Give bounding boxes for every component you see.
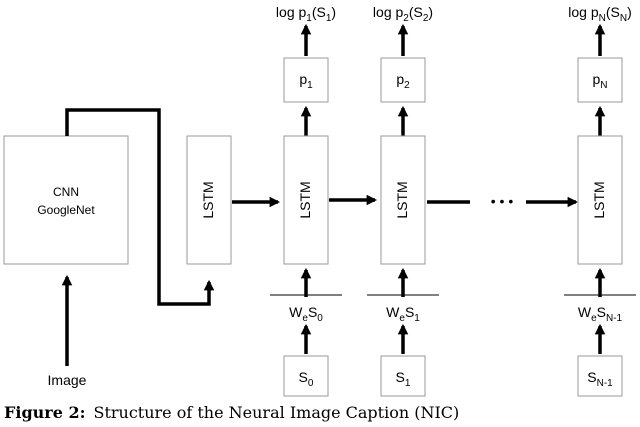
log-prob-label-n: log pN(SN) (568, 4, 632, 24)
log-prob-label-2: log p2(S2) (373, 4, 433, 24)
step-column-2: log p2(S2) p2 LSTM WeS1 S1 (367, 4, 439, 397)
ellipsis: • • • (491, 193, 514, 209)
lstm-box-0 (186, 135, 232, 265)
image-label: Image (48, 372, 87, 388)
word-box-1 (283, 355, 329, 397)
figure-caption-text: Structure of the Neural Image Caption (N… (93, 403, 459, 422)
embedding-label-1: WeS0 (289, 304, 323, 324)
word-label-2: S1 (396, 369, 411, 389)
word-label-n: SN-1 (587, 369, 613, 389)
lstm-box-1 (283, 135, 329, 265)
prob-box-2 (380, 57, 426, 103)
step-column-1: log p1(S1) p1 LSTM WeS0 S0 (270, 4, 342, 397)
lstm-label-0: LSTM (200, 181, 216, 218)
word-box-2 (380, 355, 426, 397)
word-label-1: S0 (299, 369, 314, 389)
lstm-box-n (577, 135, 623, 265)
prob-label-2: p2 (396, 71, 410, 91)
prob-box-1 (283, 57, 329, 103)
word-box-n (577, 355, 623, 397)
embedding-label-2: WeS1 (386, 304, 420, 324)
lstm-box-2 (380, 135, 426, 265)
prob-box-n (577, 57, 623, 103)
lstm-label-n: LSTM (591, 181, 607, 218)
lstm-label-1: LSTM (297, 181, 313, 218)
figure-caption: Figure 2: Structure of the Neural Image C… (4, 403, 459, 422)
cnn-sublabel: GoogleNet (37, 203, 95, 217)
figure-caption-label: Figure 2: (4, 403, 85, 422)
cnn-label: CNN (53, 185, 79, 199)
step-column-n: log pN(SN) pN LSTM WeSN-1 SN-1 (564, 4, 636, 397)
prob-label-1: p1 (299, 71, 313, 91)
log-prob-label-1: log p1(S1) (276, 4, 336, 24)
prob-label-n: pN (592, 71, 607, 91)
embedding-label-n: WeSN-1 (578, 304, 623, 324)
cnn-to-lstm-path (65, 108, 215, 306)
lstm-label-2: LSTM (394, 181, 410, 218)
cnn-box (3, 135, 129, 265)
